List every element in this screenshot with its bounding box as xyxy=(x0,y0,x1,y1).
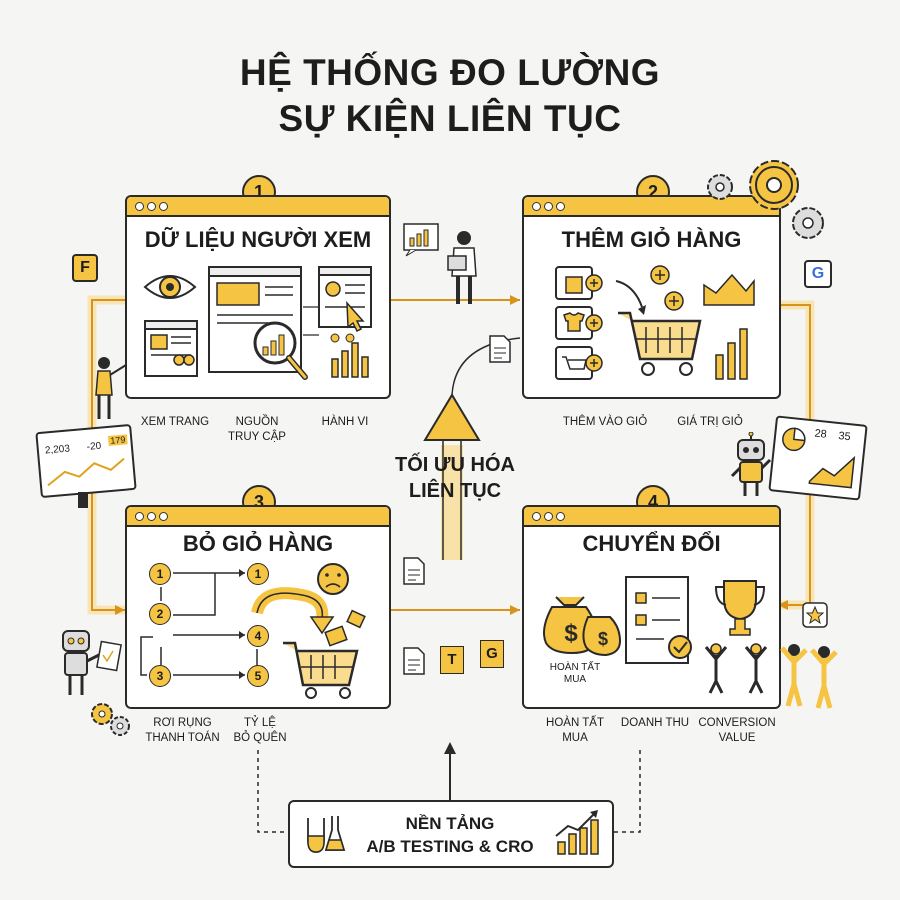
flow-num: 2 xyxy=(149,603,171,625)
step-4-illustration: $ $ xyxy=(543,576,768,694)
step-4-label-2: DOANH THU xyxy=(620,717,690,729)
person-tablet-icon xyxy=(447,231,477,304)
step-2-illustration xyxy=(555,265,755,380)
dashboard-left: 2,203 -20 179 xyxy=(35,423,137,499)
page-title-line2: SỰ KIỆN LIÊN TỤC xyxy=(278,98,622,139)
dashboard-value: 28 xyxy=(813,427,828,441)
flow-num: 3 xyxy=(149,665,171,687)
bag-plus-icon xyxy=(555,266,603,300)
step-3-title: BỎ GIỎ HÀNG xyxy=(182,531,334,556)
step-1-label-1: XEM TRANG xyxy=(140,416,210,428)
growth-chart-icon xyxy=(555,810,599,855)
svg-text:$: $ xyxy=(564,620,578,647)
trophy-icon xyxy=(714,580,766,636)
cart-icon xyxy=(618,311,702,376)
document-icon xyxy=(489,335,511,363)
step-2-card: THÊM GIỎ HÀNG xyxy=(522,195,781,399)
step-1-illustration xyxy=(143,266,372,380)
dashboard-value: 179 xyxy=(107,434,128,446)
doc-t-icon: T xyxy=(440,646,464,674)
google-badge: G xyxy=(804,260,832,288)
dashboard-value: -20 xyxy=(86,440,102,453)
sad-face-icon xyxy=(317,563,349,595)
eye-icon xyxy=(143,275,197,299)
step-2-label-1: THÊM VÀO GIỎ xyxy=(562,416,648,428)
flow-num: 1 xyxy=(149,563,171,585)
document-icon xyxy=(403,647,425,675)
gear-icon xyxy=(707,160,824,239)
step-4-title: CHUYỂN ĐỔI xyxy=(582,531,721,556)
base-platform-box: NỀN TẢNG A/B TESTING & CRO xyxy=(288,800,614,868)
facebook-badge: F xyxy=(72,254,98,282)
dashboard-value: 2,203 xyxy=(44,443,71,457)
base-line1: NỀN TẢNG xyxy=(405,814,495,833)
gear-icon xyxy=(91,703,130,736)
step-2-label-2: GIÁ TRỊ GIỎ xyxy=(677,416,743,428)
flask-icon xyxy=(307,816,346,853)
base-line2: A/B TESTING & CRO xyxy=(366,837,534,856)
flow-num: 5 xyxy=(247,665,269,687)
celebrating-people-icon xyxy=(780,644,838,709)
step-3-illustration xyxy=(140,563,366,699)
robot-icon xyxy=(62,630,122,695)
step-1-label-3: HÀNH VI xyxy=(321,416,369,428)
presenter-icon xyxy=(95,357,127,419)
flow-num: 4 xyxy=(247,625,269,647)
star-badge-icon xyxy=(802,602,828,628)
svg-text:$: $ xyxy=(598,629,608,649)
step-1-card: DỮ LIỆU NGƯỜI XEM xyxy=(125,195,391,399)
robot-icon xyxy=(730,432,772,496)
step-1-title: DỮ LIỆU NGƯỜI XEM xyxy=(144,227,372,252)
dashboard-right: 28 35 xyxy=(768,415,868,501)
step-3-card: BỎ GIỎ HÀNG 1 1 2 4 3 5 xyxy=(125,505,391,709)
flow-num: 1 xyxy=(247,563,269,585)
doc-g-icon: G xyxy=(480,640,504,668)
cursor-icon xyxy=(346,300,365,333)
chart-note-icon xyxy=(403,223,439,257)
page-title-line1: HỆ THỐNG ĐO LƯỜNG xyxy=(239,52,661,93)
dashboard-value: 35 xyxy=(837,430,852,444)
document-icon xyxy=(403,557,425,585)
magnifier-icon xyxy=(253,321,308,380)
step-2-title: THÊM GIỎ HÀNG xyxy=(561,227,742,252)
money-bag-icon: $ $ xyxy=(543,596,622,657)
